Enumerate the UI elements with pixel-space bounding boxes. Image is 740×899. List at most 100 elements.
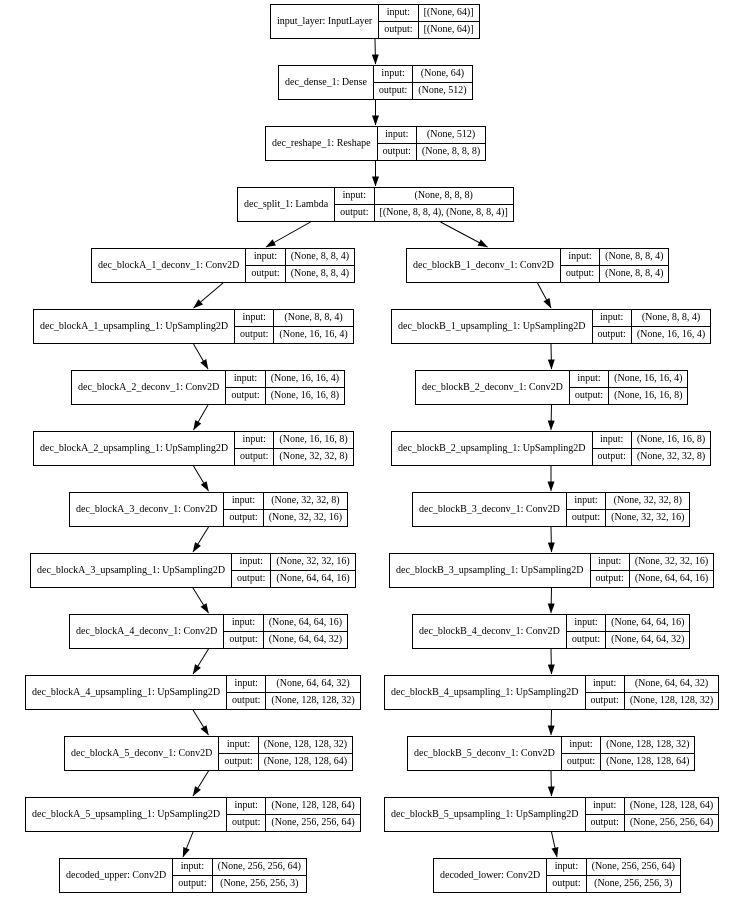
edge-branch_a7-to-branch_a8: [192, 709, 209, 736]
output-shape-value: (None, 32, 32, 8): [630, 448, 712, 466]
input-label: input:: [223, 492, 264, 510]
output-label: output:: [565, 631, 607, 649]
input-shape-value: (None, 64): [412, 65, 473, 83]
input-shape-value: (None, 16, 16, 4): [264, 370, 346, 388]
output-label: output:: [226, 692, 267, 710]
output-shape-value: (None, 256, 256, 64): [265, 814, 361, 832]
output-shape-value: (None, 512): [412, 82, 473, 100]
input-label: input:: [172, 858, 213, 876]
output-label: output:: [591, 448, 632, 466]
input-label: input:: [565, 492, 607, 510]
output-shape-value: (None, 256, 256, 64): [623, 814, 720, 832]
edge-branch_b6-to-branch_b7: [547, 648, 555, 675]
edge-branch_a2-to-branch_a3: [193, 404, 209, 431]
output-label: output:: [234, 448, 275, 466]
output-label: output:: [584, 692, 625, 710]
input-shape-value: (None, 16, 16, 8): [630, 431, 712, 449]
input-label: input:: [231, 553, 272, 571]
layer-name-label: dec_blockB_4_deconv_1: Conv2D: [412, 614, 567, 649]
input-shape-value: (None, 16, 16, 8): [273, 431, 354, 449]
output-shape-value: (None, 64, 64, 32): [605, 631, 691, 649]
input-label: input:: [584, 675, 625, 693]
layer-name-label: input_layer: InputLayer: [269, 4, 380, 39]
output-shape-value: (None, 16, 16, 8): [264, 387, 346, 405]
input-label: input:: [546, 858, 587, 876]
output-label: output:: [376, 143, 417, 161]
output-shape-value: (None, 128, 128, 32): [265, 692, 361, 710]
output-shape-value: (None, 64, 64, 16): [628, 570, 715, 588]
input-shape-value: (None, 128, 128, 64): [265, 797, 361, 815]
input-shape-value: (None, 32, 32, 16): [270, 553, 356, 571]
edge-branch_a3-to-branch_a4: [193, 465, 209, 492]
input-label: input:: [589, 553, 630, 571]
input-label: input:: [378, 4, 419, 22]
output-shape-value: (None, 16, 16, 4): [273, 326, 354, 344]
edge-head0-to-head1: [371, 38, 379, 65]
output-label: output:: [559, 265, 601, 283]
input-shape-value: (None, 512): [415, 126, 487, 144]
output-label: output:: [565, 509, 607, 527]
layer-name-label: decoded_upper: Conv2D: [58, 858, 174, 893]
output-shape-value: (None, 8, 8, 8): [415, 143, 487, 161]
input-shape-value: (None, 64, 64, 32): [623, 675, 720, 693]
input-label: input:: [591, 431, 632, 449]
input-shape-value: (None, 8, 8, 8): [373, 187, 514, 205]
input-shape-value: (None, 64, 64, 16): [262, 614, 349, 632]
input-label: input:: [218, 736, 259, 754]
layer-name-label: dec_blockB_3_upsampling_1: UpSampling2D: [389, 553, 591, 588]
input-shape-value: (None, 64, 64, 32): [265, 675, 361, 693]
edge-branch_b0-to-branch_b1: [537, 282, 552, 309]
output-shape-value: (None, 128, 128, 64): [600, 753, 696, 771]
layer-name-label: dec_blockB_2_upsampling_1: UpSampling2D: [391, 431, 593, 466]
output-shape-value: (None, 64, 64, 32): [262, 631, 349, 649]
edge-head3-to-branch_a0: [265, 221, 311, 248]
layer-name-label: decoded_lower: Conv2D: [432, 858, 548, 893]
output-label: output:: [372, 82, 414, 100]
input-shape-value: (None, 8, 8, 4): [599, 248, 670, 266]
edge-branch_a8-to-branch_a9: [192, 770, 209, 797]
layer-name-label: dec_split_1: Lambda: [236, 187, 336, 222]
input-label: input:: [565, 614, 607, 632]
output-label: output:: [584, 814, 625, 832]
input-label: input:: [568, 370, 610, 388]
output-label: output:: [546, 875, 587, 893]
input-shape-value: (None, 16, 16, 4): [608, 370, 689, 388]
input-label: input:: [584, 797, 625, 815]
layer-name-label: dec_blockB_5_deconv_1: Conv2D: [407, 736, 562, 771]
output-label: output:: [234, 326, 275, 344]
input-label: input:: [376, 126, 417, 144]
output-label: output:: [231, 570, 272, 588]
output-shape-value: (None, 64, 64, 16): [270, 570, 356, 588]
output-shape-value: (None, 32, 32, 16): [605, 509, 691, 527]
input-label: input:: [226, 797, 267, 815]
layer-name-label: dec_blockB_5_upsampling_1: UpSampling2D: [384, 797, 586, 832]
edge-branch_b5-to-branch_b6: [547, 587, 555, 614]
input-shape-value: (None, 256, 256, 64): [211, 858, 307, 876]
output-shape-value: [(None, 8, 8, 4), (None, 8, 8, 4)]: [373, 204, 514, 222]
edge-branch_a5-to-branch_a6: [192, 587, 209, 614]
input-label: input:: [226, 675, 267, 693]
output-shape-value: (None, 128, 128, 32): [623, 692, 720, 710]
output-shape-value: (None, 16, 16, 4): [630, 326, 712, 344]
layer-name-label: dec_blockA_4_upsampling_1: UpSampling2D: [24, 675, 228, 710]
edge-branch_b8-to-branch_b9: [547, 770, 555, 797]
edge-branch_b7-to-branch_b8: [547, 709, 555, 736]
output-shape-value: [(None, 64)]: [417, 21, 480, 39]
input-shape-value: (None, 128, 128, 64): [623, 797, 720, 815]
edge-branch_b4-to-branch_b5: [547, 526, 555, 553]
layer-name-label: dec_dense_1: Dense: [278, 65, 374, 100]
output-label: output:: [225, 387, 266, 405]
input-label: input:: [234, 431, 275, 449]
output-label: output:: [589, 570, 630, 588]
